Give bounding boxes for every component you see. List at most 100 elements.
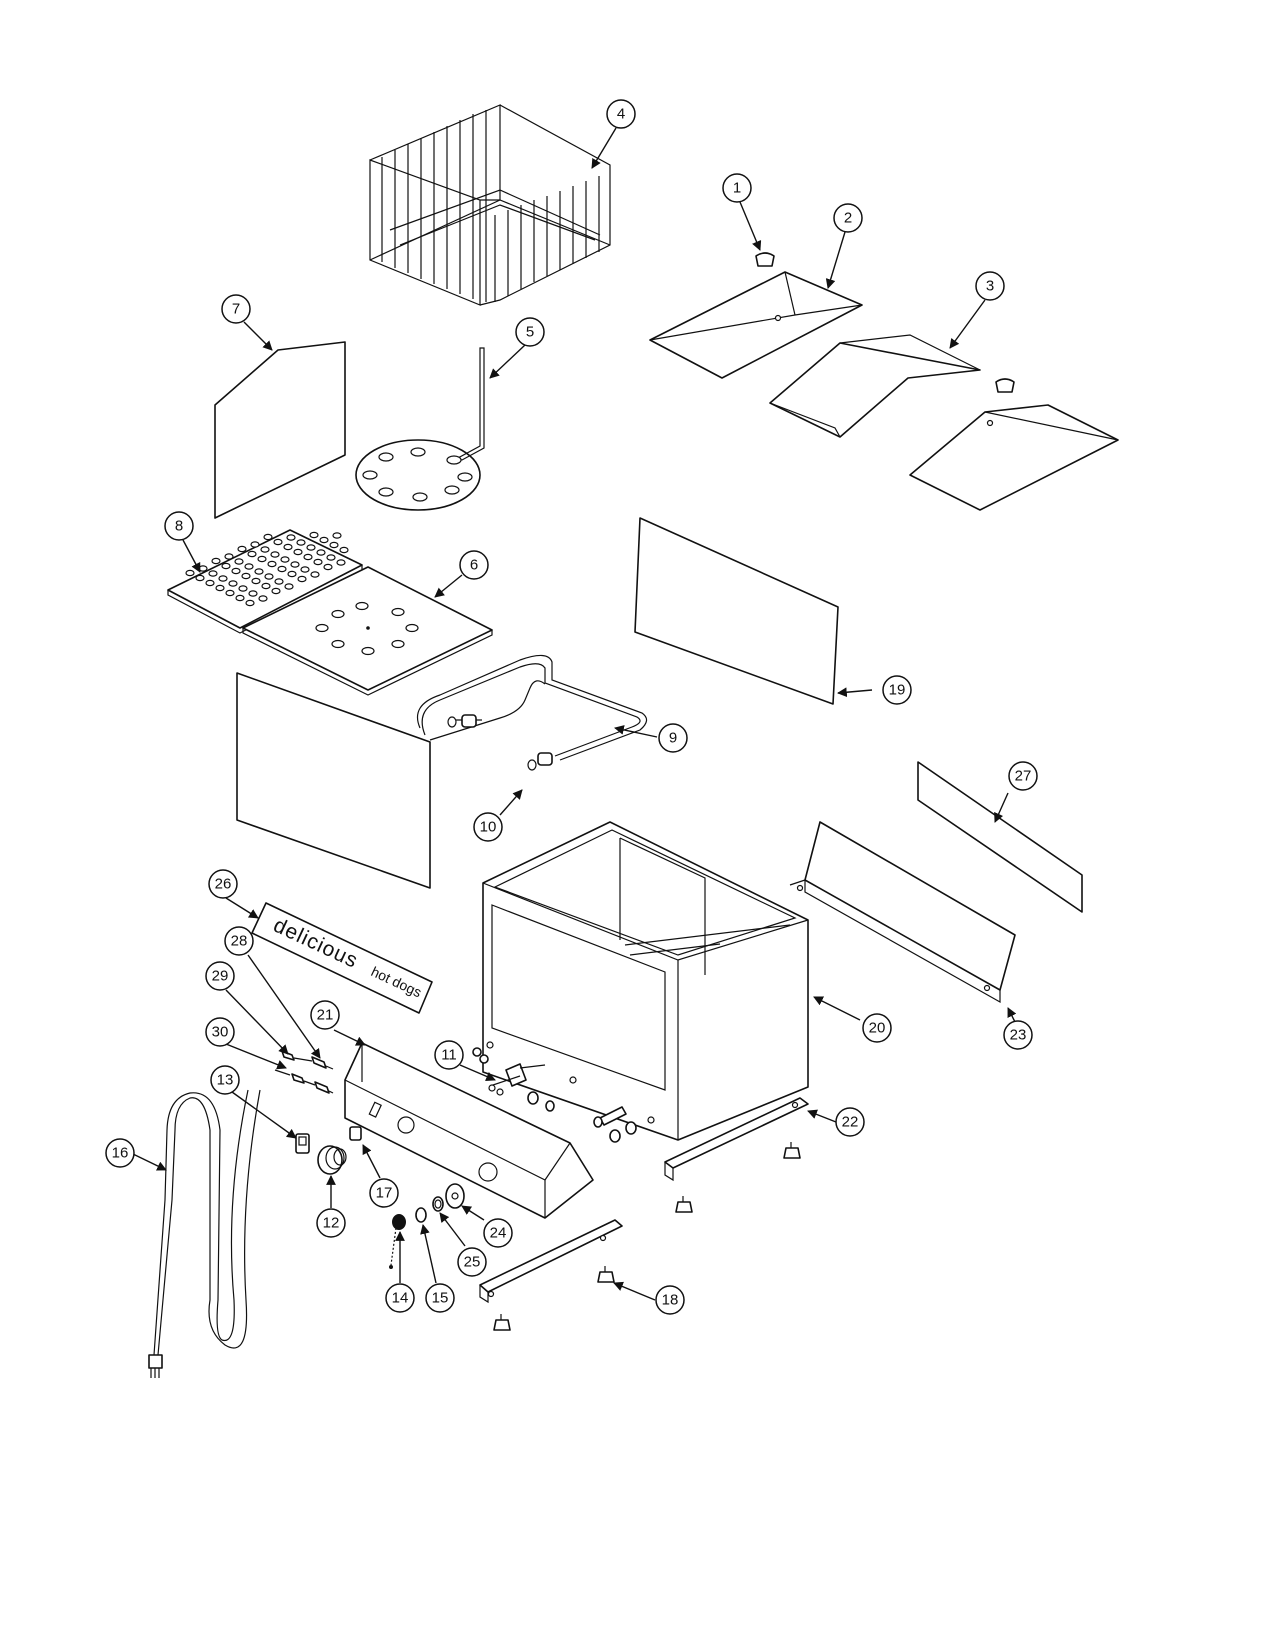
perforation-hole <box>274 578 284 585</box>
callout-9: 9 <box>658 723 688 753</box>
callouts: 1 2 3 4 5 6 7 8 9 10 11 12 13 14 15 16 1… <box>105 99 1038 1315</box>
hood-right-section <box>909 404 1119 511</box>
perforation-hole <box>297 575 307 583</box>
perforation-hole <box>235 594 245 602</box>
hood-center-section <box>769 334 981 438</box>
perforation-hole <box>225 589 235 597</box>
perforation-hole <box>293 548 303 556</box>
heating-element <box>416 654 648 771</box>
svg-text:14: 14 <box>392 1290 409 1307</box>
perforation-hole <box>323 563 333 571</box>
hood-left-section <box>649 271 863 379</box>
svg-text:7: 7 <box>232 301 240 318</box>
perforation-hole <box>284 583 294 590</box>
angle-bracket <box>789 821 1016 1004</box>
power-cord <box>148 1089 261 1378</box>
hood-knob-top <box>755 252 775 267</box>
perforation-hole <box>251 577 261 585</box>
perforation-hole <box>215 584 225 592</box>
svg-text:5: 5 <box>526 324 534 341</box>
callout-23: 23 <box>1003 1020 1033 1050</box>
svg-text:3: 3 <box>986 278 994 295</box>
perforation-hole <box>234 558 244 565</box>
base-rail-rear <box>664 1097 809 1182</box>
perforation-hole <box>250 541 260 548</box>
tray-plate <box>242 566 493 696</box>
perforation-hole <box>237 545 247 553</box>
front-glass-panel <box>236 672 431 889</box>
leader-lines <box>132 127 1017 1301</box>
perforation-hole <box>264 573 274 580</box>
svg-text:25: 25 <box>464 1254 481 1271</box>
perforation-hole <box>287 570 297 578</box>
svg-text:28: 28 <box>231 933 248 950</box>
drain-plug-assembly <box>389 1183 465 1269</box>
control-box <box>344 1042 594 1219</box>
perforation-hole <box>316 549 326 556</box>
callout-17: 17 <box>369 1178 399 1208</box>
perforation-hole <box>260 546 270 553</box>
callout-5: 5 <box>515 317 545 347</box>
perforation-hole <box>267 560 277 568</box>
perforation-hole <box>329 541 339 549</box>
perforation-hole <box>195 574 205 582</box>
perforation-hole <box>208 570 218 577</box>
perforation-hole <box>221 562 231 570</box>
svg-text:16: 16 <box>112 1145 129 1162</box>
perforation-hole <box>205 579 215 587</box>
perforation-hole <box>258 595 268 602</box>
svg-text:10: 10 <box>480 819 497 836</box>
sign-panel: delicious hot dogs <box>251 902 433 1014</box>
perforation-hole <box>224 553 234 560</box>
pilot-light <box>349 1126 362 1141</box>
perforation-hole <box>211 557 221 565</box>
callout-7: 7 <box>221 294 251 324</box>
svg-text:9: 9 <box>669 730 677 747</box>
svg-text:13: 13 <box>217 1072 234 1089</box>
svg-text:2: 2 <box>844 210 852 227</box>
back-divider-panel <box>917 761 1083 913</box>
svg-text:11: 11 <box>441 1047 457 1064</box>
wire-basket <box>369 104 611 306</box>
callout-25: 25 <box>457 1247 487 1277</box>
callout-3: 3 <box>975 271 1005 301</box>
perforation-hole <box>283 543 293 551</box>
perforation-hole <box>339 546 349 554</box>
perforation-hole <box>198 565 208 572</box>
callout-11: 11 <box>434 1040 464 1070</box>
callout-22: 22 <box>835 1107 865 1137</box>
svg-text:1: 1 <box>733 180 741 197</box>
perforation-hole <box>319 536 329 544</box>
perforation-hole <box>248 590 258 597</box>
callout-16: 16 <box>105 1138 135 1168</box>
svg-text:15: 15 <box>432 1290 449 1307</box>
perforation-hole <box>309 531 319 539</box>
perforated-plate <box>167 529 363 634</box>
callout-1: 1 <box>722 173 752 203</box>
callout-6: 6 <box>459 550 489 580</box>
callout-12: 12 <box>316 1208 346 1238</box>
perforation-hole <box>247 550 257 558</box>
perforation-hole <box>270 551 280 558</box>
perforation-hole <box>286 534 296 541</box>
perforation-hole <box>241 572 251 580</box>
perforation-hole <box>300 566 310 573</box>
callout-8: 8 <box>164 511 194 541</box>
svg-text:30: 30 <box>212 1024 229 1041</box>
side-glass-panel <box>214 341 346 519</box>
toggle-switch <box>295 1133 310 1154</box>
callout-18: 18 <box>655 1285 685 1315</box>
callout-30: 30 <box>205 1017 235 1047</box>
perforation-hole <box>238 585 248 592</box>
callout-19: 19 <box>882 675 912 705</box>
perforation-hole <box>244 563 254 570</box>
perforation-hole <box>228 580 238 587</box>
callout-26: 26 <box>208 869 238 899</box>
perforation-hole <box>218 575 228 582</box>
perforation-hole <box>271 587 281 595</box>
callout-21: 21 <box>310 1000 340 1030</box>
perforation-hole <box>231 567 241 575</box>
perforation-hole <box>280 556 290 563</box>
callout-24: 24 <box>483 1218 513 1248</box>
